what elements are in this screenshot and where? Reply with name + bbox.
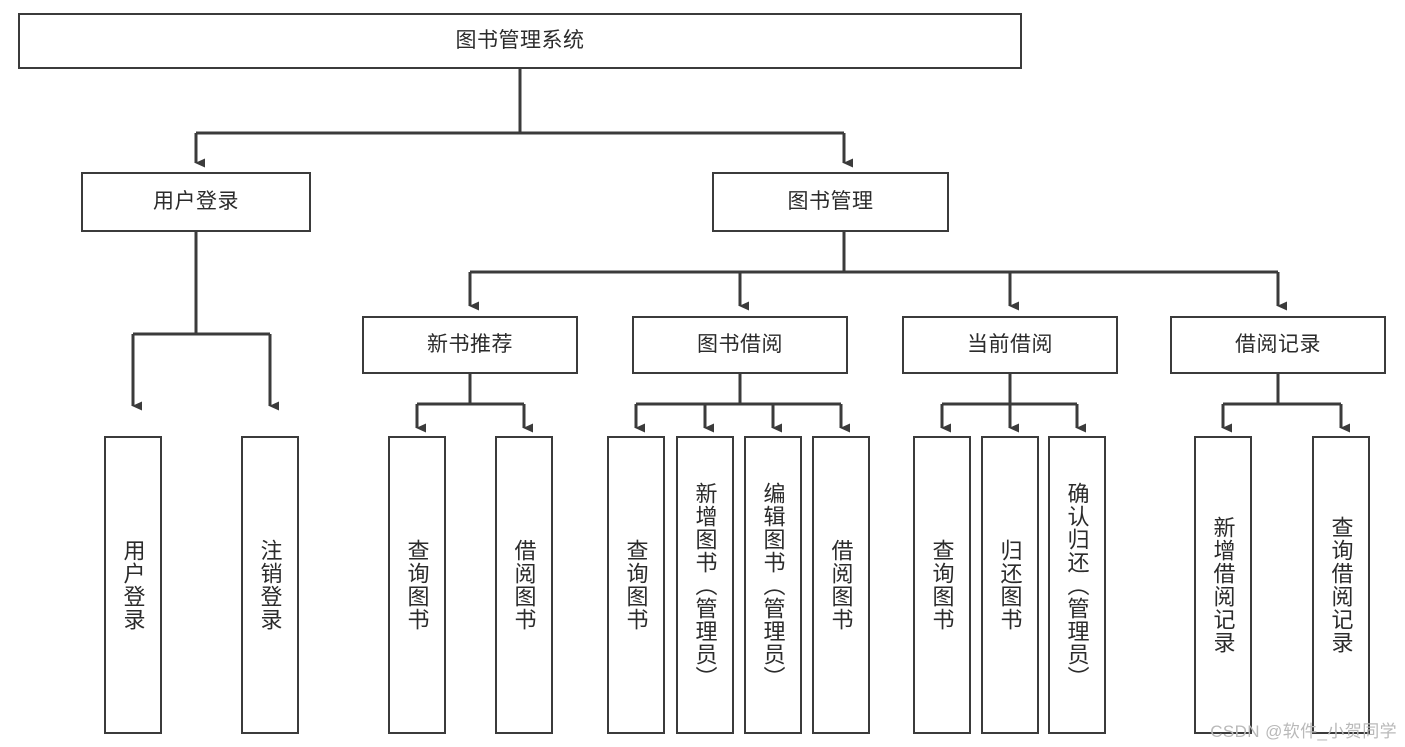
node-label: 当前借阅 xyxy=(967,332,1053,356)
node-label: 图书管理系统 xyxy=(455,28,585,52)
leaf-user-login[interactable]: 用户登录 xyxy=(104,436,162,734)
node-label: 查询图书 xyxy=(623,539,649,631)
node-label: 借阅记录 xyxy=(1235,332,1321,356)
node-label: 新增图书（管理员） xyxy=(692,481,718,689)
node-book-management[interactable]: 图书管理 xyxy=(712,172,949,232)
leaf-record-add-record[interactable]: 新增借阅记录 xyxy=(1194,436,1252,734)
leaf-borrow-add-book-admin[interactable]: 新增图书（管理员） xyxy=(676,436,734,734)
node-label: 查询借阅记录 xyxy=(1328,516,1354,654)
node-label: 编辑图书（管理员） xyxy=(760,481,786,689)
leaf-current-return-book[interactable]: 归还图书 xyxy=(981,436,1039,734)
node-label: 用户登录 xyxy=(153,189,239,213)
node-label: 注销登录 xyxy=(257,539,283,631)
node-label: 图书管理 xyxy=(787,189,874,213)
node-new-book-recommend[interactable]: 新书推荐 xyxy=(362,316,578,374)
node-label: 图书借阅 xyxy=(697,332,783,356)
leaf-borrow-query-book[interactable]: 查询图书 xyxy=(607,436,665,734)
node-label: 查询图书 xyxy=(404,539,430,631)
node-label: 借阅图书 xyxy=(828,539,854,631)
node-label: 新增借阅记录 xyxy=(1210,516,1236,654)
leaf-recommend-borrow-book[interactable]: 借阅图书 xyxy=(495,436,553,734)
leaf-current-query-book[interactable]: 查询图书 xyxy=(913,436,971,734)
node-label: 借阅图书 xyxy=(511,539,537,631)
leaf-current-confirm-return-admin[interactable]: 确认归还（管理员） xyxy=(1048,436,1106,734)
node-label: 用户登录 xyxy=(120,539,146,631)
node-label: 归还图书 xyxy=(997,539,1023,631)
node-borrow-record[interactable]: 借阅记录 xyxy=(1170,316,1386,374)
leaf-borrow-borrow-book[interactable]: 借阅图书 xyxy=(812,436,870,734)
node-user-login[interactable]: 用户登录 xyxy=(81,172,311,232)
leaf-user-logout[interactable]: 注销登录 xyxy=(241,436,299,734)
node-label: 确认归还（管理员） xyxy=(1064,481,1090,689)
leaf-borrow-edit-book-admin[interactable]: 编辑图书（管理员） xyxy=(744,436,802,734)
node-label: 新书推荐 xyxy=(427,332,513,356)
node-book-borrow[interactable]: 图书借阅 xyxy=(632,316,848,374)
leaf-record-query-record[interactable]: 查询借阅记录 xyxy=(1312,436,1370,734)
node-root-system[interactable]: 图书管理系统 xyxy=(18,13,1022,69)
node-current-borrow[interactable]: 当前借阅 xyxy=(902,316,1118,374)
node-label: 查询图书 xyxy=(929,539,955,631)
leaf-recommend-query-book[interactable]: 查询图书 xyxy=(388,436,446,734)
watermark-text: CSDN @软件_小贺同学 xyxy=(1210,722,1397,741)
